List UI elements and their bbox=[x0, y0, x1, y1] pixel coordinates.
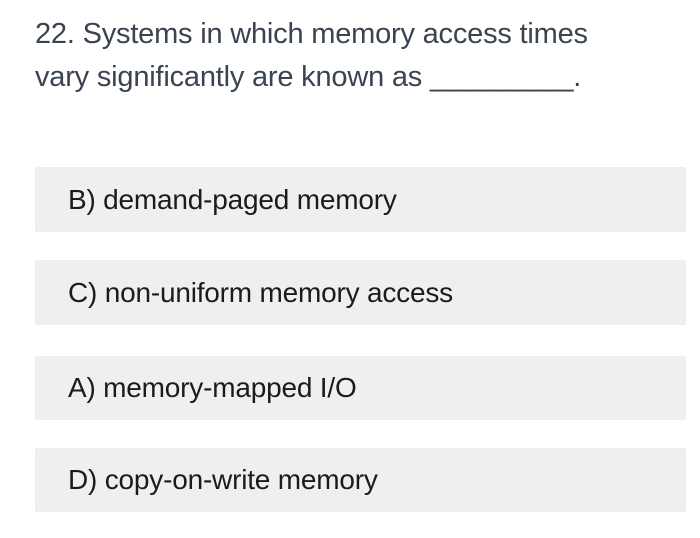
answer-option-a-label: A) memory-mapped I/O bbox=[68, 372, 357, 403]
answer-option-c-label: C) non-uniform memory access bbox=[68, 276, 453, 308]
question-line-1: 22. Systems in which memory access times bbox=[35, 18, 588, 50]
answer-option-d[interactable]: D) copy-on-write memory bbox=[35, 448, 686, 512]
answer-option-b-label: B) demand-paged memory bbox=[68, 183, 397, 215]
question-text: 22. Systems in which memory access times… bbox=[35, 13, 690, 99]
answer-option-b[interactable]: B) demand-paged memory bbox=[35, 167, 686, 232]
answer-option-d-label: D) copy-on-write memory bbox=[68, 464, 378, 495]
answer-option-a[interactable]: A) memory-mapped I/O bbox=[35, 356, 686, 420]
answer-option-c[interactable]: C) non-uniform memory access bbox=[35, 260, 686, 325]
question-line-2: vary significantly are known as ________… bbox=[35, 61, 582, 93]
